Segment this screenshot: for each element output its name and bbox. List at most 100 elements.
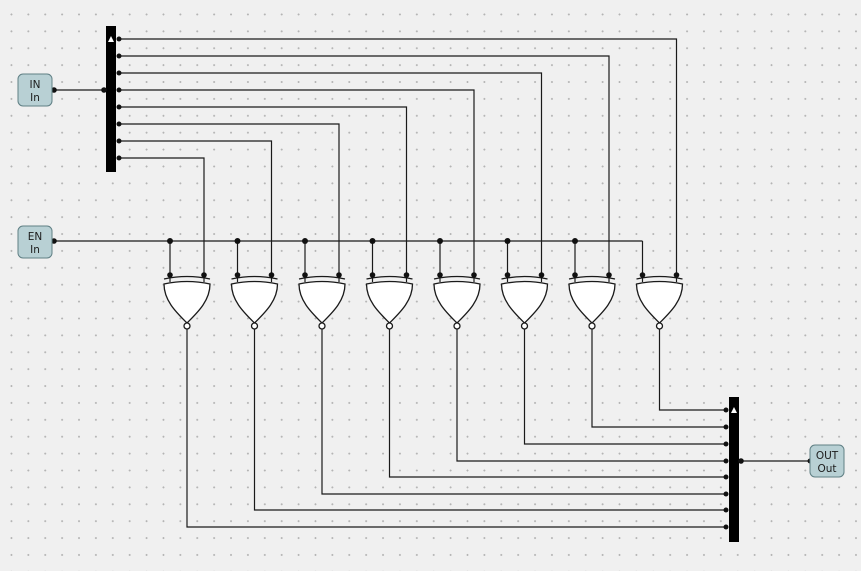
merger-bus-icon bbox=[729, 397, 739, 542]
junction-dot-icon bbox=[723, 407, 729, 413]
arrow-tip-icon bbox=[731, 407, 737, 413]
xnor-input-arc bbox=[501, 275, 548, 280]
in-port-name: IN bbox=[30, 79, 41, 91]
data-bit-wire bbox=[117, 38, 678, 276]
xnor-gate-icon bbox=[500, 280, 549, 324]
junction-dot-icon bbox=[723, 491, 729, 497]
xnor-input-arc bbox=[366, 275, 413, 280]
junction-dot-icon bbox=[302, 238, 308, 244]
junction-dot-icon bbox=[167, 238, 173, 244]
junction-dot-icon bbox=[572, 238, 578, 244]
junction-dot-icon bbox=[201, 272, 207, 278]
junction-dot-icon bbox=[302, 272, 308, 278]
output-bit-wire bbox=[456, 329, 728, 462]
junction-dot-icon bbox=[723, 507, 729, 513]
junction-dot-icon bbox=[723, 441, 729, 447]
xnor-input-arc bbox=[298, 275, 346, 280]
junction-dot-icon bbox=[673, 272, 680, 278]
junction-dot-icon bbox=[572, 272, 578, 278]
xnor-input-arc bbox=[636, 275, 683, 280]
output-bit-wire bbox=[523, 329, 728, 445]
xnor-gate-icon bbox=[635, 280, 684, 324]
junction-dot-icon bbox=[723, 524, 729, 530]
junction-dot-icon bbox=[167, 272, 173, 278]
arrow-tip-icon bbox=[108, 36, 114, 42]
data-bit-wire bbox=[117, 55, 610, 276]
inversion-bubble-icon bbox=[183, 322, 191, 330]
output-bit-wire bbox=[658, 329, 728, 411]
junction-dot-icon bbox=[723, 474, 729, 480]
junction-dot-icon bbox=[268, 272, 275, 278]
junction-dot-icon bbox=[369, 272, 376, 278]
data-bit-wire bbox=[117, 89, 475, 276]
inversion-bubble-icon bbox=[250, 322, 259, 330]
inversion-bubble-icon bbox=[453, 322, 461, 330]
xnor-input-arc bbox=[433, 275, 481, 280]
xnor-gate-icon bbox=[298, 280, 346, 324]
xnor-gate-icon bbox=[230, 280, 279, 324]
inversion-bubble-icon bbox=[520, 322, 529, 330]
junction-dot-icon bbox=[437, 238, 443, 244]
junction-dot-icon bbox=[116, 53, 122, 59]
output-bit-wire bbox=[388, 329, 728, 478]
junction-dot-icon bbox=[234, 272, 241, 278]
junction-dot-icon bbox=[116, 70, 122, 76]
junction-dot-icon bbox=[116, 104, 122, 110]
data-bit-wire bbox=[117, 106, 408, 276]
inversion-bubble-icon bbox=[655, 322, 664, 330]
junction-dot-icon bbox=[116, 87, 122, 93]
output-bit-wire bbox=[321, 329, 728, 495]
junction-dot-icon bbox=[471, 272, 477, 278]
buses-layer bbox=[106, 26, 739, 542]
data-bit-wire bbox=[117, 72, 543, 276]
junction-dot-icon bbox=[738, 458, 744, 464]
junction-dot-icon bbox=[606, 272, 612, 278]
en-port[interactable]: EN In bbox=[17, 225, 53, 259]
junction-dot-icon bbox=[116, 121, 122, 127]
data-bit-wire bbox=[117, 157, 205, 276]
junction-dot-icon bbox=[116, 36, 122, 42]
junction-dot-icon bbox=[101, 87, 107, 93]
junction-dot-icon bbox=[369, 238, 376, 244]
xnor-gate-icon bbox=[365, 280, 414, 324]
junction-dot-icon bbox=[116, 138, 122, 144]
out-port-type: Out bbox=[817, 463, 836, 475]
junction-dot-icon bbox=[538, 272, 545, 278]
xnor-gate-icon bbox=[568, 280, 616, 324]
en-port-name: EN bbox=[28, 231, 43, 243]
xnor-input-arc bbox=[163, 275, 211, 280]
out-port[interactable]: OUT Out bbox=[809, 444, 845, 478]
junction-dot-icon bbox=[234, 238, 241, 244]
output-bit-wire bbox=[591, 329, 728, 428]
wires-layer bbox=[52, 38, 810, 528]
output-bit-wire bbox=[253, 329, 728, 511]
junction-dot-icon bbox=[504, 272, 511, 278]
in-port[interactable]: IN In bbox=[17, 73, 53, 107]
in-port-type: In bbox=[30, 92, 40, 104]
junction-dot-icon bbox=[437, 272, 443, 278]
data-bit-wire bbox=[117, 123, 340, 276]
junctions-layer bbox=[51, 36, 813, 530]
junction-dot-icon bbox=[403, 272, 410, 278]
xnor-input-arc bbox=[231, 275, 278, 280]
output-bit-wire bbox=[186, 329, 728, 528]
gates-layer bbox=[163, 275, 684, 330]
junction-dot-icon bbox=[504, 238, 511, 244]
junction-dot-icon bbox=[51, 87, 57, 93]
junction-dot-icon bbox=[723, 424, 729, 430]
en-port-type: In bbox=[30, 244, 40, 256]
xnor-gate-icon bbox=[163, 280, 211, 324]
xnor-input-arc bbox=[568, 275, 616, 280]
inversion-bubble-icon bbox=[385, 322, 394, 330]
junction-dot-icon bbox=[639, 272, 646, 278]
junction-dot-icon bbox=[51, 238, 57, 244]
junction-dot-icon bbox=[723, 458, 729, 464]
junction-dot-icon bbox=[336, 272, 342, 278]
out-port-name: OUT bbox=[816, 450, 839, 462]
inversion-bubble-icon bbox=[318, 322, 326, 330]
data-bit-wire bbox=[117, 140, 273, 276]
junction-dot-icon bbox=[116, 155, 122, 161]
splitter-bus-icon bbox=[106, 26, 116, 172]
xnor-gate-icon bbox=[433, 280, 481, 324]
